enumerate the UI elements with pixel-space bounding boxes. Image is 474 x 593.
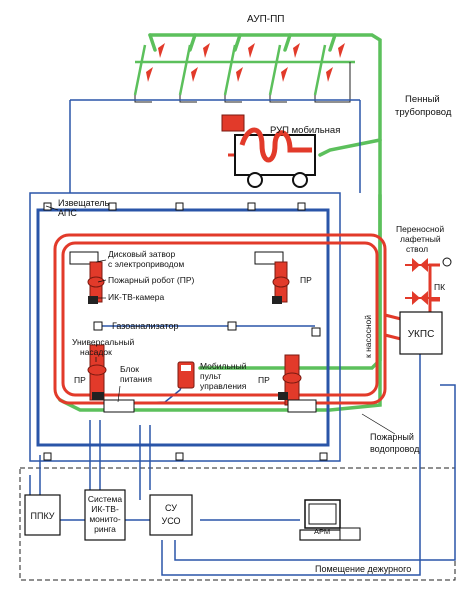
label-portable-3: ствол: [406, 244, 428, 254]
svg-text:АРМ: АРМ: [314, 527, 330, 536]
label-to-pump: к насосной: [363, 315, 373, 358]
label-water-1: Пожарный: [370, 432, 414, 442]
fire-robot-bottom-left: [87, 344, 135, 413]
su-uso-box: СУ УСО: [149, 494, 193, 536]
label-duty-room: Помещение дежурного: [315, 564, 411, 574]
label-pr-bottom-left: ПР: [74, 375, 86, 385]
svg-text:УСО: УСО: [161, 516, 180, 526]
fire-robot-top-right: [254, 251, 290, 304]
leader-lines: [45, 205, 396, 435]
fire-robot-bottom-right: [278, 354, 317, 413]
label-universal-2: насадок: [80, 347, 112, 357]
svg-text:монито-: монито-: [89, 514, 121, 524]
svg-text:УКПС: УКПС: [408, 329, 435, 340]
svg-text:ринга: ринга: [94, 524, 116, 534]
label-foam-pipeline-2: трубопровод: [395, 107, 452, 118]
svg-text:СУ: СУ: [165, 503, 177, 513]
label-pr-top-right: ПР: [300, 275, 312, 285]
svg-text:Система: Система: [88, 494, 123, 504]
label-disk-valve-2: с электроприводом: [108, 259, 184, 269]
label-aps-2: АПС: [58, 208, 77, 218]
label-portable-1: Переносной: [396, 224, 444, 234]
label-pr-bottom-right: ПР: [258, 375, 270, 385]
ukps-box: УКПС: [399, 311, 443, 355]
label-pk: ПК: [434, 282, 445, 292]
svg-text:ППКУ: ППКУ: [31, 511, 55, 521]
label-power-1: Блок: [120, 364, 139, 374]
label-mobile-1: Мобильный: [200, 361, 247, 371]
ppku-box: ППКУ: [24, 494, 61, 536]
label-robot: Пожарный робот (ПР): [108, 275, 195, 285]
svg-text:ИК-ТВ-: ИК-ТВ-: [91, 504, 119, 514]
sprinkler-heads: [146, 43, 345, 82]
label-mobile-3: управления: [200, 381, 247, 391]
foam-pipeline: [58, 33, 382, 412]
fire-robot-top-left: [69, 251, 105, 304]
label-aup-pp: АУП-ПП: [247, 14, 284, 25]
arm-workstation: АРМ: [299, 499, 361, 541]
label-ir-camera: ИК-ТВ-камера: [108, 292, 165, 302]
label-power-2: питания: [120, 374, 152, 384]
portable-monitor-valves: [412, 257, 452, 305]
ir-tv-monitoring-box: Система ИК-ТВ- монито- ринга: [84, 489, 126, 541]
label-mobile-2: пульт: [200, 371, 221, 381]
mobile-remote: [177, 361, 195, 389]
label-universal-1: Универсальный: [72, 337, 135, 347]
rup-mobile-unit: [221, 114, 316, 188]
label-gas-analyzer: Газоанализатор: [112, 321, 179, 331]
label-disk-valve-1: Дисковый затвор: [108, 249, 176, 259]
label-water-2: водопровод: [370, 444, 420, 454]
label-foam-pipeline: Пенный: [405, 94, 440, 105]
label-portable-2: лафетный: [400, 234, 441, 244]
sprinkler-grid: [133, 44, 355, 96]
sprinkler-drops: [134, 62, 351, 103]
label-rup: РУП мобильная: [270, 125, 340, 136]
label-aps-1: Извещатель: [58, 198, 109, 208]
